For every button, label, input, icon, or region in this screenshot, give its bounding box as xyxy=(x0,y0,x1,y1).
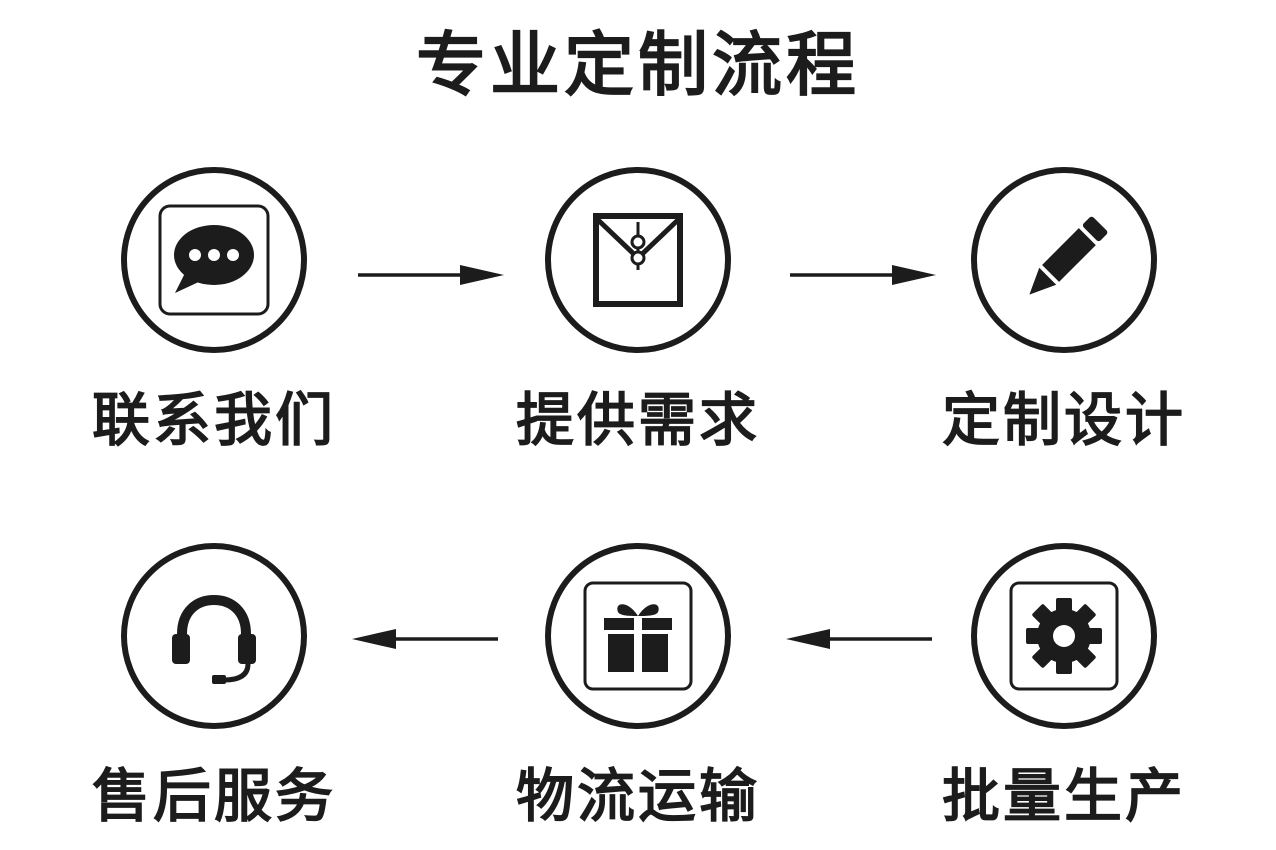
step-label: 批量生产 xyxy=(941,762,1186,830)
arrow-right-icon xyxy=(358,265,504,285)
gift-box-icon xyxy=(583,581,693,691)
step-circle xyxy=(121,543,307,729)
step-circle xyxy=(971,167,1157,353)
step-label: 售后服务 xyxy=(91,762,336,830)
chat-bubble-icon xyxy=(158,204,270,316)
step-circle xyxy=(545,167,731,353)
arrow-left-icon xyxy=(352,629,498,649)
step-custom-design: 定制设计 xyxy=(934,167,1194,453)
step-label: 定制设计 xyxy=(941,386,1186,454)
envelope-folder-icon xyxy=(593,213,683,307)
step-after-sales-service: 售后服务 xyxy=(84,543,344,829)
step-circle xyxy=(971,543,1157,729)
gear-icon xyxy=(1009,581,1119,691)
arrow-right-icon xyxy=(790,265,936,285)
step-logistics: 物流运输 xyxy=(508,543,768,829)
step-contact-us: 联系我们 xyxy=(84,167,344,453)
arrow-left-icon xyxy=(786,629,932,649)
step-label: 联系我们 xyxy=(91,386,336,454)
step-circle xyxy=(545,543,731,729)
step-mass-production: 批量生产 xyxy=(934,543,1194,829)
step-label: 提供需求 xyxy=(515,386,760,454)
step-provide-requirements: 提供需求 xyxy=(508,167,768,453)
step-label: 物流运输 xyxy=(515,762,760,830)
step-circle xyxy=(121,167,307,353)
pencil-icon xyxy=(1029,216,1108,295)
headset-icon xyxy=(172,594,256,684)
page-title: 专业定制流程 xyxy=(416,24,860,106)
